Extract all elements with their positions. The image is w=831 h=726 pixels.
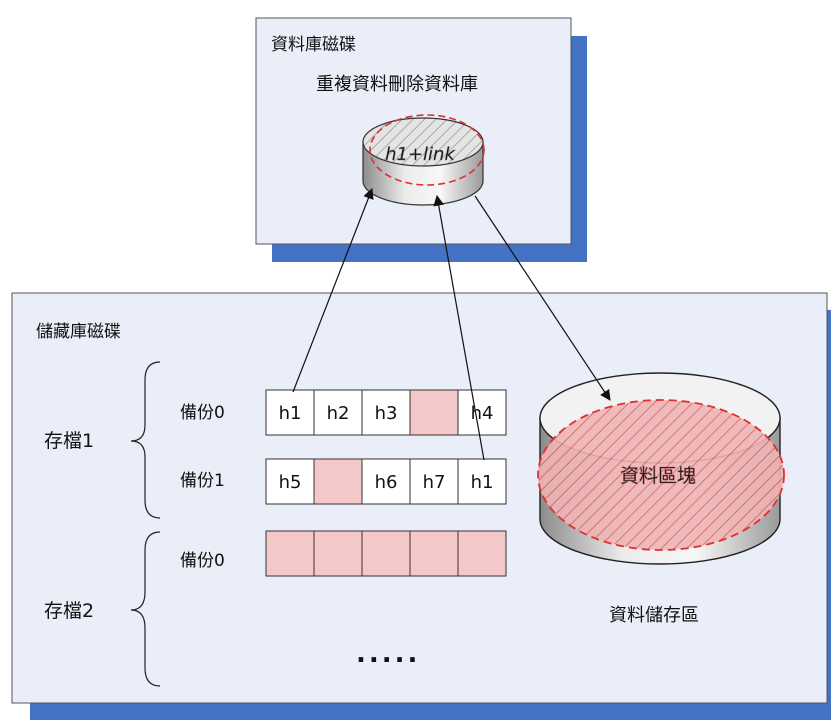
block-hash-label: h7: [423, 472, 446, 493]
data-block: [457, 458, 507, 505]
block-hash-label: h6: [375, 472, 398, 493]
arrow-h1-backup0-to-db: [292, 187, 374, 393]
data-block: [313, 389, 363, 436]
reference-arrows: [292, 187, 611, 461]
data-block: [457, 389, 507, 436]
data-block: [313, 530, 363, 577]
archive1-backup0-label: 備份0: [180, 403, 225, 423]
data-block: [313, 458, 363, 505]
block-hash-label: h2: [327, 403, 350, 424]
archive-2-label: 存檔2: [44, 600, 94, 622]
archive-1-label: 存檔1: [44, 430, 94, 452]
data-block: [457, 530, 507, 577]
dedup-db-cylinder: h1+link: [362, 114, 485, 206]
block-hash-label: h3: [375, 403, 398, 424]
block-hash-label: h1: [471, 472, 494, 493]
data-block: [361, 458, 411, 505]
archive1-brace: [130, 361, 161, 519]
block-hash-label: h1: [279, 403, 302, 424]
dedup-db-content: h1+link: [385, 144, 456, 165]
dedup-disk-title: 資料庫磁碟: [271, 35, 356, 55]
data-block: [265, 458, 315, 505]
more-backups-ellipsis: .....: [356, 639, 420, 669]
archive1-backup1-blocks: h5 h6 h7 h1: [265, 458, 507, 505]
archive1-backup1-label: 備份1: [180, 471, 225, 491]
block-hash-label: h5: [279, 472, 302, 493]
vault-disk-title: 儲藏庫磁碟: [36, 322, 121, 342]
archive2-brace: [130, 531, 161, 687]
data-block: [265, 389, 315, 436]
archive2-backup0-label: 備份0: [180, 551, 225, 571]
datastore-label: 資料儲存區: [609, 605, 699, 626]
data-block: [265, 530, 315, 577]
data-block: [409, 530, 459, 577]
dedup-db-label: 重複資料刪除資料庫: [316, 74, 478, 95]
dedup-disk-panel: 資料庫磁碟 重複資料刪除資料庫 h1+link: [255, 17, 587, 262]
data-block: [409, 389, 459, 436]
arrow-db-to-datastore: [474, 195, 611, 401]
data-block: [409, 458, 459, 505]
data-block: [361, 530, 411, 577]
arrow-h1-backup1-to-db: [433, 194, 485, 461]
archive2-backup0-blocks: [265, 530, 507, 577]
data-blocks-region: [537, 399, 785, 551]
datastore-cylinder: 資料區塊: [537, 372, 785, 565]
data-blocks-label: 資料區塊: [620, 465, 696, 487]
